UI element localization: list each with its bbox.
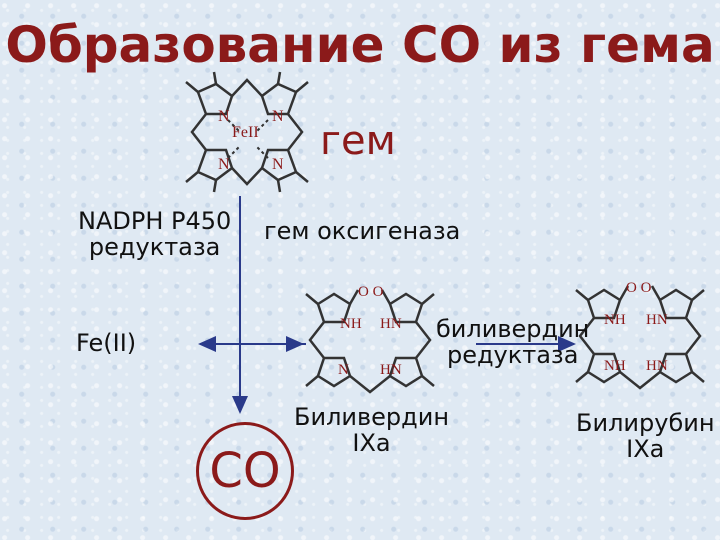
bilirubin-nh-label: NH bbox=[604, 358, 626, 374]
co-product-label: CO bbox=[209, 443, 281, 499]
fe-product-label: Fe(II) bbox=[76, 329, 137, 357]
bilirubin-hn-label: HN bbox=[646, 312, 668, 328]
heme-n-label: N bbox=[272, 156, 284, 173]
biliverdin-reductase-label: биливердин редуктаза bbox=[436, 315, 590, 370]
heme-n-label: N bbox=[272, 108, 284, 125]
biliverdin-hn-label: HN bbox=[380, 316, 402, 332]
heme-metal-label: FeII bbox=[232, 124, 259, 141]
biliverdin-nh-label: NH bbox=[340, 316, 362, 332]
page-title: Образование CO из гема bbox=[5, 16, 715, 74]
heme-label: гем bbox=[320, 118, 396, 164]
bilirubin-oxygen-label: O O bbox=[626, 280, 652, 296]
biliverdin-n-label: N bbox=[338, 362, 349, 378]
heme-n-label: N bbox=[218, 108, 230, 125]
heme-oxygenase-label: гем оксигеназа bbox=[264, 217, 461, 245]
biliverdin-oxygen-label: O O bbox=[358, 284, 384, 300]
biliverdin-structure bbox=[305, 289, 435, 394]
heme-structure bbox=[185, 71, 309, 193]
reaction-arrows bbox=[198, 196, 576, 414]
bilirubin-nh-label: NH bbox=[604, 312, 626, 328]
biliverdin-name: Биливердин IXa bbox=[294, 403, 450, 458]
bilirubin-structure bbox=[575, 285, 705, 390]
nadph-reductase-label: NADPH P450 редуктаза bbox=[78, 207, 232, 262]
heme-n-label: N bbox=[218, 156, 230, 173]
bilirubin-hn-label: HN bbox=[646, 358, 668, 374]
co-product-circle: CO bbox=[196, 422, 294, 520]
biliverdin-hn-label: HN bbox=[380, 362, 402, 378]
bilirubin-name: Билирубин IXa bbox=[576, 409, 715, 464]
